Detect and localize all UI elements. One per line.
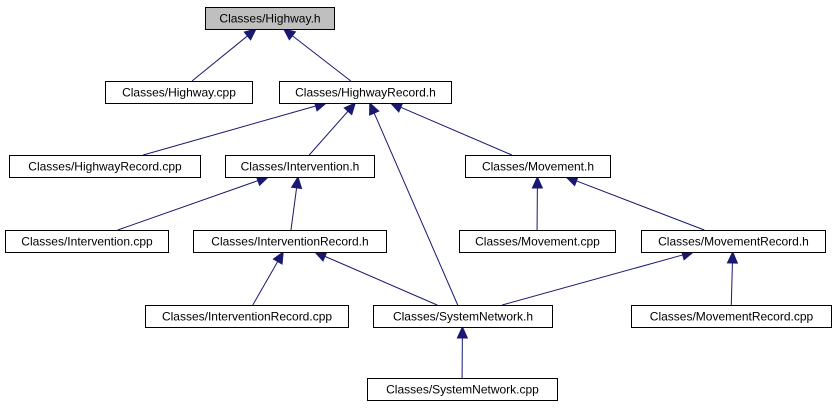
- edge-line: [730, 262, 733, 306]
- edge-line: [252, 261, 279, 306]
- node-systemnetwork-h[interactable]: Classes/SystemNetwork.h: [373, 305, 553, 328]
- arrowhead-icon: [313, 251, 328, 262]
- node-systemnetwork-cpp[interactable]: Classes/SystemNetwork.cpp: [367, 378, 558, 401]
- node-box[interactable]: [279, 81, 452, 104]
- edges-layer: [117, 28, 739, 379]
- node-interventionrecord-h[interactable]: Classes/InterventionRecord.h: [193, 230, 387, 253]
- node-highway-h[interactable]: Classes/Highway.h: [205, 7, 335, 30]
- arrowhead-icon: [343, 102, 357, 116]
- node-label: Classes/Intervention.h: [241, 160, 360, 174]
- edge-line: [373, 112, 459, 306]
- node-box[interactable]: [145, 305, 349, 328]
- edge-line: [324, 255, 438, 306]
- edge-systemnetwork_cpp-to-systemnetwork_h: [456, 325, 469, 379]
- node-movementrecord-cpp[interactable]: Classes/MovementRecord.cpp: [631, 305, 832, 328]
- arrowhead-icon: [389, 102, 404, 113]
- edge-intervention_h-to-highwayrecord_h: [308, 102, 357, 156]
- node-movement-cpp[interactable]: Classes/Movement.cpp: [459, 230, 616, 253]
- arrowhead-icon: [272, 250, 284, 265]
- node-highwayrecord-h[interactable]: Classes/HighwayRecord.h: [279, 81, 452, 104]
- node-intervention-h[interactable]: Classes/Intervention.h: [225, 155, 375, 178]
- edge-highway_cpp-to-highway_h: [191, 28, 257, 82]
- node-label: Classes/HighwayRecord.h: [295, 86, 436, 100]
- node-box[interactable]: [641, 230, 826, 253]
- node-label: Classes/Highway.h: [219, 12, 320, 26]
- node-label: Classes/SystemNetwork.cpp: [386, 383, 539, 397]
- node-interventionrecord-cpp[interactable]: Classes/InterventionRecord.cpp: [145, 305, 349, 328]
- edge-highwayrecord_cpp-to-highwayrecord_h: [143, 100, 328, 156]
- node-movementrecord-h[interactable]: Classes/MovementRecord.h: [641, 230, 826, 253]
- edge-systemnetwork_h-to-highwayrecord_h: [369, 101, 459, 306]
- edge-line: [290, 187, 298, 231]
- node-label: Classes/Intervention.cpp: [21, 235, 153, 249]
- node-label: Classes/Highway.cpp: [122, 86, 236, 100]
- node-box[interactable]: [5, 230, 169, 253]
- node-highwayrecord-cpp[interactable]: Classes/HighwayRecord.cpp: [9, 155, 201, 178]
- node-label: Classes/InterventionRecord.h: [211, 235, 368, 249]
- node-box[interactable]: [373, 305, 553, 328]
- node-label: Classes/InterventionRecord.cpp: [162, 310, 332, 324]
- node-box[interactable]: [193, 230, 387, 253]
- node-intervention-cpp[interactable]: Classes/Intervention.cpp: [5, 230, 169, 253]
- node-label: Classes/Movement.cpp: [475, 235, 600, 249]
- edge-highwayrecord_h-to-highway_h: [282, 28, 352, 82]
- edge-movement_cpp-to-movement_h: [531, 175, 544, 231]
- arrowhead-icon: [369, 101, 380, 116]
- edge-interventionrecord_cpp-to-interventionrecord_h: [252, 250, 284, 306]
- node-box[interactable]: [459, 230, 616, 253]
- edge-line: [308, 110, 349, 156]
- node-box[interactable]: [465, 155, 611, 178]
- arrowhead-icon: [282, 28, 297, 41]
- edge-systemnetwork_h-to-movementrecord_h: [502, 249, 695, 306]
- node-label: Classes/SystemNetwork.h: [393, 310, 533, 324]
- edge-line: [117, 180, 259, 231]
- edge-line: [143, 105, 316, 156]
- node-box[interactable]: [9, 155, 201, 178]
- edge-line: [400, 106, 513, 156]
- node-box[interactable]: [631, 305, 832, 328]
- node-box[interactable]: [205, 7, 335, 30]
- node-box[interactable]: [225, 155, 375, 178]
- arrowhead-icon: [531, 175, 544, 189]
- arrowhead-icon: [726, 250, 739, 264]
- node-label: Classes/Movement.h: [482, 160, 594, 174]
- edge-systemnetwork_h-to-interventionrecord_h: [313, 251, 438, 306]
- edge-intervention_cpp-to-intervention_h: [117, 175, 270, 231]
- node-label: Classes/MovementRecord.h: [658, 235, 809, 249]
- node-highway-cpp[interactable]: Classes/Highway.cpp: [105, 81, 253, 104]
- edge-line: [502, 254, 683, 306]
- edge-movementrecord_cpp-to-movementrecord_h: [726, 250, 739, 306]
- node-box[interactable]: [105, 81, 253, 104]
- node-label: Classes/MovementRecord.cpp: [650, 310, 814, 324]
- edge-movementrecord_h-to-movement_h: [565, 175, 705, 231]
- edge-movement_h-to-highwayrecord_h: [389, 102, 513, 156]
- edge-line: [292, 35, 352, 82]
- arrowhead-icon: [456, 325, 469, 339]
- node-box[interactable]: [367, 378, 558, 401]
- edge-line: [191, 35, 248, 82]
- arrowhead-icon: [243, 28, 257, 41]
- node-label: Classes/HighwayRecord.cpp: [28, 160, 182, 174]
- arrowhead-icon: [290, 175, 303, 190]
- edge-interventionrecord_h-to-intervention_h: [290, 175, 303, 231]
- node-movement-h[interactable]: Classes/Movement.h: [465, 155, 611, 178]
- edge-line: [576, 180, 705, 231]
